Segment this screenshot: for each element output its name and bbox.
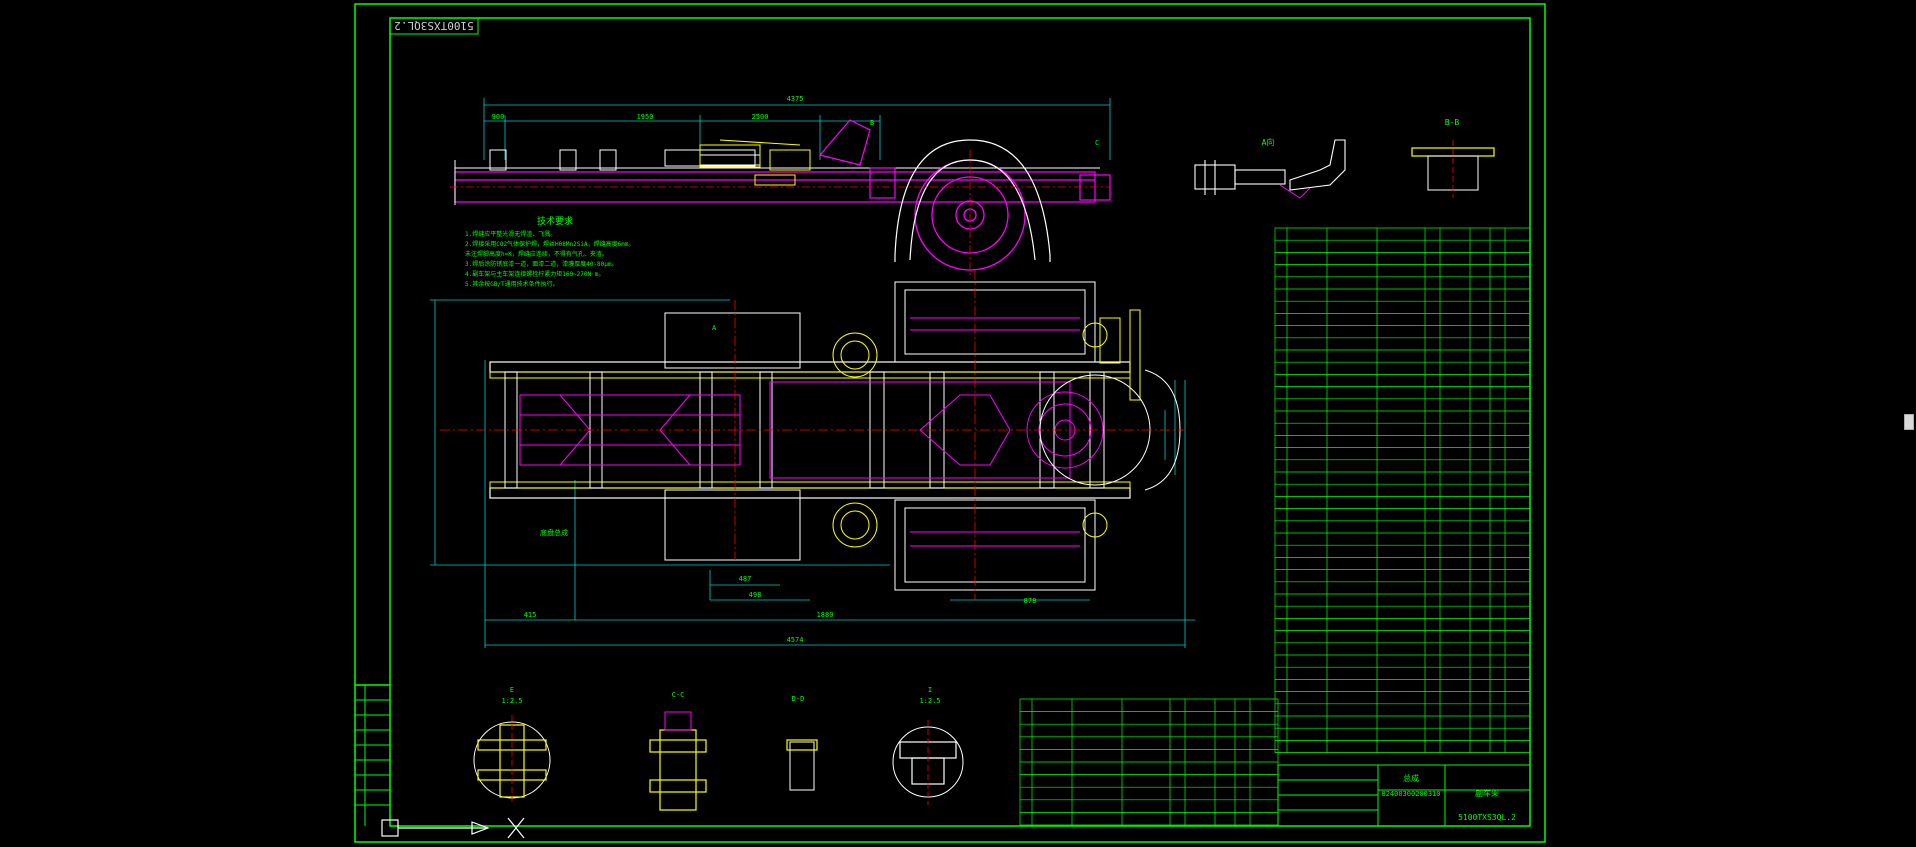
svg-text:C-C: C-C (672, 691, 685, 699)
svg-text:1880: 1880 (817, 611, 834, 619)
left-revision-strip (355, 685, 390, 826)
svg-text:底盘总成: 底盘总成 (540, 528, 568, 537)
svg-text:498: 498 (749, 591, 762, 599)
svg-text:技术要求: 技术要求 (537, 215, 573, 227)
svg-text:5100TXS3QL.2: 5100TXS3QL.2 (1458, 813, 1516, 822)
svg-text:487: 487 (739, 575, 752, 583)
svg-text:D-D: D-D (792, 695, 805, 703)
section-i: I 1:2.5 (892, 686, 964, 805)
section-b-b: B-B (1411, 118, 1495, 198)
svg-text:4574: 4574 (787, 636, 804, 644)
svg-text:1950: 1950 (637, 113, 654, 121)
view-a: A向 (1194, 137, 1346, 199)
svg-text:B-B: B-B (1445, 118, 1460, 127)
vertical-scrollbar[interactable] (1902, 0, 1916, 847)
side-view: 4375 900 1950 2500 (450, 95, 1111, 275)
svg-text:B: B (870, 119, 874, 127)
rotated-drawing-tag: 5100TXS3QL.2 (389, 17, 479, 35)
svg-text:878: 878 (1024, 597, 1037, 605)
svg-text:总成: 总成 (1403, 773, 1419, 783)
svg-text:415: 415 (524, 611, 537, 619)
svg-text:E: E (510, 686, 514, 694)
svg-text:A: A (712, 324, 717, 332)
svg-text:5.其余按GB/T通用技术条件执行。: 5.其余按GB/T通用技术条件执行。 (465, 280, 559, 288)
plan-view: 4574 415 1880 878 487 498 (430, 270, 1195, 648)
scrollbar-thumb[interactable] (1904, 414, 1914, 430)
ucs-icon (381, 817, 525, 839)
svg-text:1:2.5: 1:2.5 (501, 697, 522, 705)
svg-text:1.焊缝应平整光滑无焊渣、飞溅。: 1.焊缝应平整光滑无焊渣、飞溅。 (465, 230, 556, 238)
section-d-d: D-D (786, 695, 818, 791)
section-c-c: C-C (649, 691, 707, 811)
svg-text:02400300200310: 02400300200310 (1381, 790, 1440, 798)
svg-text:2500: 2500 (752, 113, 769, 121)
technical-notes: 技术要求 1.焊缝应平整光滑无焊渣、飞溅。 2.焊接采用CO2气体保护焊，焊丝H… (465, 215, 634, 288)
svg-text:5100TXS3QL.2: 5100TXS3QL.2 (394, 19, 473, 32)
parts-list-bottom (1019, 698, 1279, 826)
section-e: E 1:2.5 (473, 686, 551, 805)
svg-text:副车架: 副车架 (1475, 788, 1499, 798)
svg-text:I: I (928, 686, 932, 694)
svg-text:900: 900 (492, 113, 505, 121)
parts-list-right (1274, 227, 1531, 753)
svg-text:4.副车架与主车架连接螺栓拧紧力矩160~270N·m。: 4.副车架与主车架连接螺栓拧紧力矩160~270N·m。 (465, 270, 604, 278)
svg-text:A向: A向 (1262, 137, 1275, 147)
svg-text:3.焊后涂防锈底漆一道，面漆二道，漆膜厚度40-80μm。: 3.焊后涂防锈底漆一道，面漆二道，漆膜厚度40-80μm。 (465, 260, 618, 268)
svg-text:C: C (1095, 139, 1099, 147)
svg-text:1:2.5: 1:2.5 (919, 697, 940, 705)
svg-text:未注焊脚高度h=K，焊缝应连续，不得有气孔、夹渣。: 未注焊脚高度h=K，焊缝应连续，不得有气孔、夹渣。 (465, 250, 608, 258)
svg-text:2.焊接采用CO2气体保护焊，焊丝H08Mn2SiA，焊缝高: 2.焊接采用CO2气体保护焊，焊丝H08Mn2SiA，焊缝高度6mm。 (465, 240, 634, 248)
title-block: 总成 02400300200310 副车架 5100TXS3QL.2 (1277, 764, 1531, 827)
svg-text:4375: 4375 (787, 95, 804, 103)
